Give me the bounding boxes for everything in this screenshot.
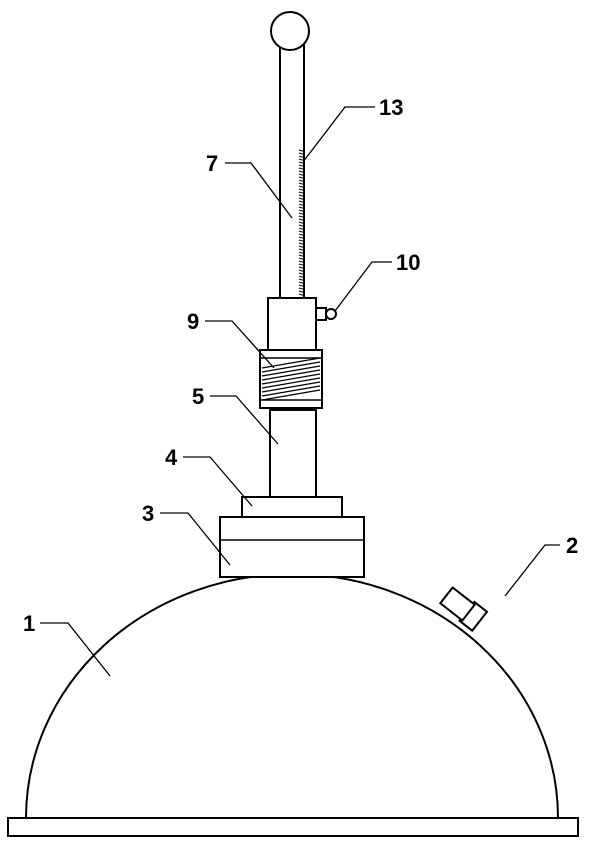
scale-tick	[298, 212, 305, 215]
scale-tick	[298, 221, 305, 224]
scale-tick	[298, 173, 305, 176]
scale-tick	[298, 167, 305, 170]
clamp-screw	[315, 307, 327, 321]
scale-tick	[298, 233, 305, 236]
label-1: 1	[23, 611, 35, 636]
label-2: 2	[566, 533, 578, 558]
scale-tick	[298, 230, 305, 233]
scale-tick	[298, 194, 305, 197]
label-13: 13	[379, 95, 403, 120]
scale-tick	[298, 185, 305, 188]
scale-tick	[298, 275, 305, 278]
leader-10	[334, 261, 392, 312]
leader-7	[225, 162, 293, 219]
scale-tick	[298, 206, 305, 209]
knurl-line	[261, 385, 321, 397]
scale-tick	[298, 287, 305, 290]
scale-tick	[298, 203, 305, 206]
knurl-line	[261, 369, 321, 381]
scale-tick	[298, 200, 305, 203]
scale-tick	[298, 209, 305, 212]
lower-tube	[269, 409, 317, 498]
scale-tick	[298, 197, 305, 200]
scale-tick	[298, 170, 305, 173]
scale-tick	[298, 272, 305, 275]
scale-tick	[298, 281, 305, 284]
knurl-line	[261, 381, 321, 393]
scale-tick	[298, 215, 305, 218]
scale-tick	[298, 290, 305, 293]
label-9: 9	[187, 309, 199, 334]
scale-tick	[298, 269, 305, 272]
knurl-line	[261, 389, 321, 401]
label-4: 4	[165, 445, 178, 470]
ball-knob	[270, 11, 310, 51]
leader-4	[183, 456, 253, 507]
side-nozzle	[438, 586, 489, 633]
scale-tick	[298, 266, 305, 269]
scale-tick	[298, 155, 305, 158]
label-5: 5	[192, 384, 204, 409]
lower-block	[219, 516, 365, 578]
label-10: 10	[396, 250, 420, 275]
scale-tick	[298, 236, 305, 239]
scale-tick	[298, 176, 305, 179]
scale-tick	[298, 248, 305, 251]
scale-tick	[298, 152, 305, 155]
upper-block	[241, 496, 343, 518]
knurl-line	[261, 377, 321, 389]
scale-tick	[298, 251, 305, 254]
leader-3	[160, 512, 231, 566]
knurl-line	[261, 365, 321, 377]
leader-2	[504, 544, 560, 597]
leader-13	[302, 106, 375, 163]
scale-tick	[298, 263, 305, 266]
scale-tick	[298, 239, 305, 242]
scale-tick	[298, 260, 305, 263]
scale-tick	[298, 149, 305, 152]
scale-tick	[298, 278, 305, 281]
knurl-line	[261, 361, 321, 373]
leader-1	[40, 622, 111, 677]
scale-tick	[298, 245, 305, 248]
upper-sleeve	[267, 297, 317, 351]
scale-tick	[298, 257, 305, 260]
scale-tick	[298, 254, 305, 257]
scale-tick	[298, 227, 305, 230]
scale-tick	[298, 284, 305, 287]
leader-9	[205, 320, 275, 369]
scale-tick	[298, 293, 305, 296]
leader-5	[210, 395, 279, 445]
scale-tick	[298, 158, 305, 161]
knurl-line	[261, 373, 321, 385]
label-7: 7	[206, 151, 218, 176]
clamp-screw-head	[325, 308, 337, 320]
scale-tick	[298, 179, 305, 182]
label-3: 3	[142, 501, 154, 526]
scale-tick	[298, 242, 305, 245]
scale-tick	[298, 164, 305, 167]
scale-tick	[298, 188, 305, 191]
scale-tick	[298, 191, 305, 194]
scale-tick	[298, 182, 305, 185]
scale-tick	[298, 218, 305, 221]
scale-strip	[298, 149, 305, 296]
scale-tick	[298, 161, 305, 164]
scale-tick	[298, 224, 305, 227]
base-plate	[7, 817, 579, 837]
